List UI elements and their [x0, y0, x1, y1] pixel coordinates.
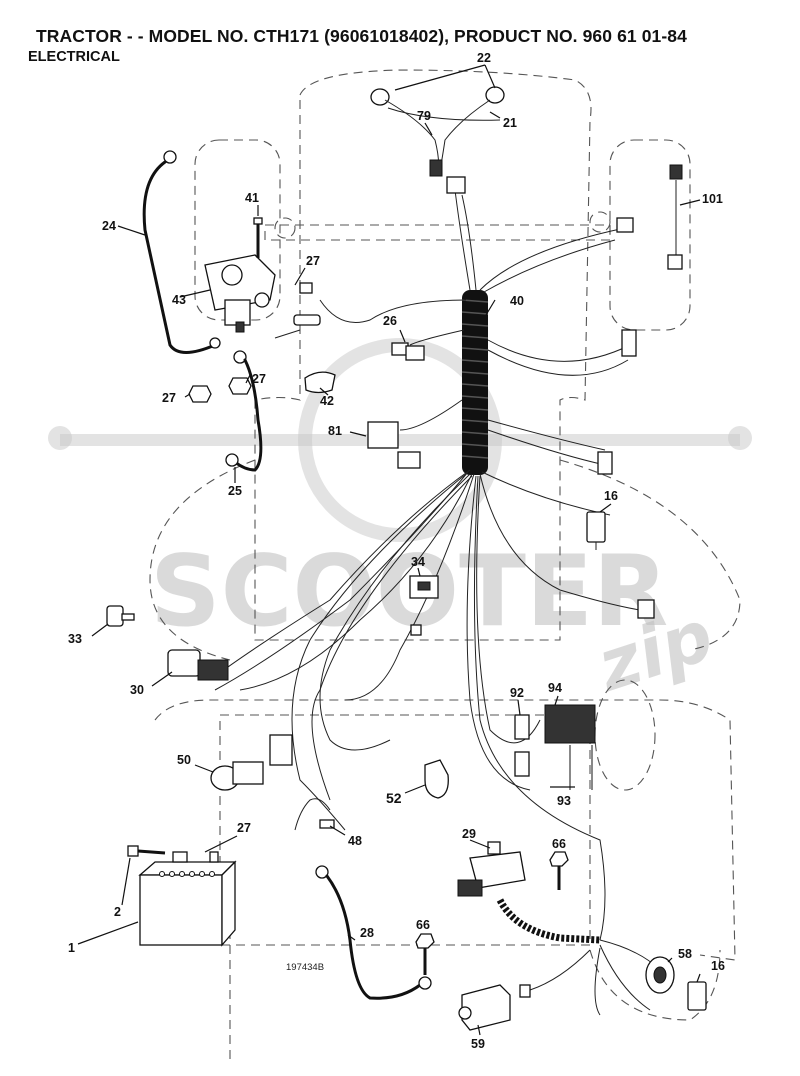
- headlights: [370, 86, 505, 194]
- part-42-fuse-holder: [274, 314, 336, 394]
- watermark: SCOOTER zip: [48, 338, 752, 708]
- part-29-switch: [457, 841, 526, 897]
- callout-101: 101: [702, 192, 723, 206]
- callout-27-a: 27: [306, 254, 320, 268]
- callout-33: 33: [68, 632, 82, 646]
- callout-21: 21: [503, 116, 517, 130]
- callout-50: 50: [177, 753, 191, 767]
- callout-66-a: 66: [552, 837, 566, 851]
- callout-52: 52: [386, 790, 402, 806]
- drawing-code: 197434B: [286, 962, 324, 973]
- callout-2: 2: [114, 905, 121, 919]
- callout-16-b: 16: [711, 959, 725, 973]
- part-27-nuts: [188, 282, 313, 403]
- callout-94: 94: [548, 681, 562, 695]
- part-52-bulb: [424, 759, 449, 799]
- part-58-connector: [645, 956, 675, 994]
- callout-28: 28: [360, 926, 374, 940]
- callout-93: 93: [557, 794, 571, 808]
- callout-66-b: 66: [416, 918, 430, 932]
- callout-26: 26: [383, 314, 397, 328]
- callout-1: 1: [68, 941, 75, 955]
- callout-27-d: 27: [237, 821, 251, 835]
- callout-25: 25: [228, 484, 242, 498]
- callout-48: 48: [348, 834, 362, 848]
- part-94-module: [514, 704, 596, 790]
- callout-81: 81: [328, 424, 342, 438]
- part-66-bolt-lower: [415, 933, 435, 975]
- part-101-harness-lead: [667, 164, 683, 270]
- part-1-battery: [138, 851, 237, 947]
- part-28-cable: [315, 865, 432, 1000]
- right-connectors: [597, 217, 655, 619]
- callout-58: 58: [678, 947, 692, 961]
- callout-27-c: 27: [252, 372, 266, 386]
- part-81-relay: [367, 421, 421, 469]
- callout-29: 29: [462, 827, 476, 841]
- part-33-key: [106, 605, 135, 627]
- part-48-harness: [294, 798, 335, 831]
- part-16-switch-lower: [687, 981, 707, 1011]
- callout-24: 24: [102, 219, 116, 233]
- part-34-switch: [409, 575, 439, 636]
- callout-59: 59: [471, 1037, 485, 1051]
- coiled-cable: [496, 898, 661, 1016]
- page-header: TRACTOR - - MODEL NO. CTH171 (9606101840…: [28, 26, 788, 65]
- callout-22: 22: [477, 51, 491, 65]
- part-66-bolt-upper: [549, 851, 569, 890]
- section-title: ELECTRICAL: [28, 49, 120, 65]
- callout-40: 40: [510, 294, 524, 308]
- harness-sleeve: [461, 290, 489, 475]
- main-harness: [209, 189, 641, 941]
- callout-27-b: 27: [162, 391, 176, 405]
- part-26-fuse: [391, 342, 425, 361]
- callout-42: 42: [320, 394, 334, 408]
- callout-30: 30: [130, 683, 144, 697]
- page-title: TRACTOR - - MODEL NO. CTH171 (9606101840…: [36, 26, 687, 46]
- callout-79: 79: [417, 109, 431, 123]
- callout-41: 41: [245, 191, 259, 205]
- part-50-switch: [210, 734, 293, 791]
- callout-34: 34: [411, 555, 425, 569]
- callout-16-a: 16: [604, 489, 618, 503]
- callout-92: 92: [510, 686, 524, 700]
- callout-43: 43: [172, 293, 186, 307]
- part-59-module: [458, 984, 531, 1031]
- part-16-switch-upper: [586, 511, 606, 550]
- part-30-ignition-switch: [167, 649, 229, 681]
- callout-labels: 22 79 21 101 41 24 27 43 40 26 27 27 42 …: [68, 51, 725, 1051]
- part-25-cable: [225, 350, 263, 472]
- part-2-bolt: [127, 845, 166, 857]
- watermark-text: SCOOTER: [150, 535, 668, 649]
- part-24-battery-cable: [142, 150, 221, 354]
- part-41-bolt: [253, 217, 263, 258]
- part-43-solenoid: [204, 254, 276, 333]
- leader-lines: [77, 64, 701, 1036]
